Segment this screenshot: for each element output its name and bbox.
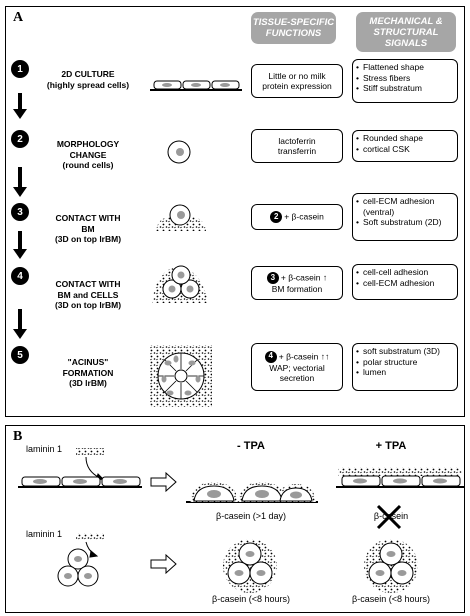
round-cell-icon (167, 140, 191, 164)
stage-5-function: 4+ β-casein ↑↑ WAP; vectorial secretion (251, 343, 343, 391)
row2-plus-label: β-casein (<8 hours) (352, 594, 430, 604)
stage-5-title: "ACINUS"FORMATION(3D lrBM) (62, 357, 114, 388)
flat-cells-icon (150, 80, 242, 91)
cluster-plus-tpa-icon (364, 539, 418, 593)
stage-3-number: 3 (11, 203, 29, 221)
laminin-swatch-icon (76, 533, 104, 540)
panel-a-label: A (13, 10, 24, 25)
cluster-minus-tpa-icon (223, 539, 277, 593)
panel-b-illustrations (18, 448, 464, 593)
header-tissue-functions: TISSUE-SPECIFIC FUNCTIONS (251, 12, 336, 44)
panel-b-label: B (13, 429, 23, 444)
laminin-label-row2: laminin 1 (26, 529, 63, 539)
stage-3-signals: cell-ECM adhesion (ventral)Soft substrat… (352, 193, 458, 241)
stage-5-signals: soft substratum (3D)polar structurelumen (352, 343, 458, 391)
stage-2-number: 2 (11, 130, 29, 148)
cell-on-bm-icon (156, 204, 206, 231)
cell-cluster-row2-icon (57, 548, 99, 587)
flat-cells-row1-icon (18, 476, 142, 488)
col-plus-tpa: + TPA (375, 440, 407, 452)
laminin-label-row1: laminin 1 (26, 444, 63, 454)
laminin-swatch-icon (76, 448, 104, 455)
ref-3-icon: 3 (266, 271, 279, 284)
cell-cluster-icon (152, 265, 208, 303)
ref-2-icon: 2 (270, 211, 283, 223)
stage-3-function: 2+ β-casein (251, 204, 343, 230)
acinus-icon (150, 345, 212, 407)
stage-2-signals: Rounded shapecortical CSK (352, 130, 458, 162)
panel-b: B laminin 1 laminin 1 - TPA + TPA β-case… (5, 425, 465, 613)
stage-1-title: 2D CULTURE(highly spread cells) (46, 69, 130, 90)
stage-5-number: 5 (11, 346, 29, 364)
hollow-arrow-icon (150, 471, 177, 575)
domed-cells-minus-tpa-icon (186, 482, 318, 503)
flat-cells-plus-tpa-icon (336, 467, 464, 488)
stage-4-signals: cell-cell adhesioncell-ECM adhesion (352, 264, 458, 300)
panel-a: A TISSUE-SPECIFIC FUNCTIONS MECHANICAL &… (5, 6, 465, 417)
stage-1-signals: Flattened shapeStress fibersStiff substr… (352, 59, 458, 103)
row2-minus-label: β-casein (<8 hours) (212, 594, 290, 604)
down-arrow-icon (13, 93, 27, 339)
panel-a-illustrations (13, 80, 242, 407)
ref-4-icon: 4 (264, 350, 277, 363)
col-minus-tpa: - TPA (237, 440, 265, 452)
row1-minus-label: β-casein (>1 day) (216, 511, 286, 521)
header-mechanical-signals: MECHANICAL & STRUCTURAL SIGNALS (356, 12, 456, 52)
cross-out-icon (376, 504, 402, 530)
curved-arrow-icon (85, 456, 105, 558)
stage-4-number: 4 (11, 267, 29, 285)
stage-1-number: 1 (11, 60, 29, 78)
stage-4-function: 3+ β-casein ↑ BM formation (251, 266, 343, 300)
